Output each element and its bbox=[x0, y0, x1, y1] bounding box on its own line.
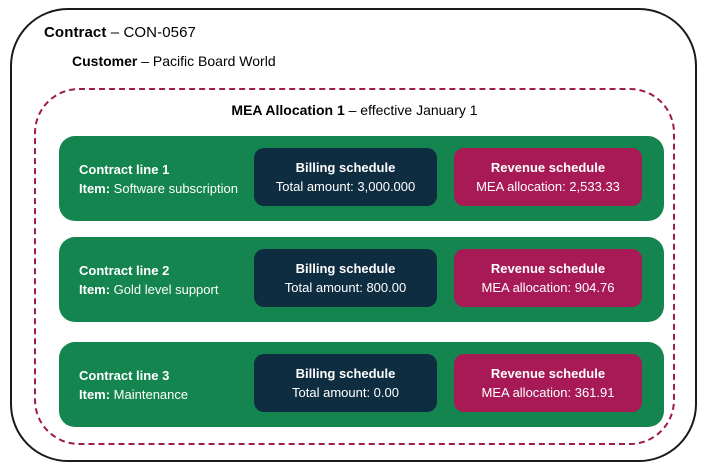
billing-schedule-box: Billing schedule Total amount: 0.00 bbox=[254, 354, 437, 412]
contract-line-info: Contract line 3 Item: Maintenance bbox=[79, 366, 188, 404]
billing-schedule-title: Billing schedule bbox=[295, 366, 396, 381]
item-value: Gold level support bbox=[110, 281, 219, 297]
billing-amount-label: Total amount: bbox=[284, 280, 367, 295]
contract-line-row-2: Contract line 2 Item: Gold level support… bbox=[59, 237, 664, 322]
mea-allocation-group: MEA Allocation 1 – effective January 1 C… bbox=[34, 88, 675, 445]
revenue-mea-allocation: MEA allocation: 361.91 bbox=[482, 383, 615, 402]
revenue-schedule-box: Revenue schedule MEA allocation: 2,533.3… bbox=[454, 148, 642, 206]
contract-label: Contract bbox=[44, 24, 107, 41]
billing-total-amount: Total amount: 800.00 bbox=[285, 278, 406, 297]
revenue-mea-allocation: MEA allocation: 2,533.33 bbox=[476, 177, 620, 196]
item-label: Item: bbox=[79, 386, 111, 402]
revenue-allocation-value: 2,533.33 bbox=[569, 179, 620, 194]
billing-schedule-box: Billing schedule Total amount: 800.00 bbox=[254, 249, 437, 307]
billing-amount-value: 0.00 bbox=[373, 385, 399, 400]
mea-allocation-title: MEA Allocation 1 – effective January 1 bbox=[36, 102, 673, 118]
item-label: Item: bbox=[79, 180, 111, 196]
contract-line-label: Contract line 1 bbox=[79, 161, 170, 177]
item-label: Item: bbox=[79, 281, 111, 297]
contract-line-item: Item: Maintenance bbox=[79, 385, 188, 404]
contract-line-info: Contract line 1 Item: Software subscript… bbox=[79, 160, 238, 198]
contract-number: – CON-0567 bbox=[106, 24, 196, 41]
contract-title: Contract – CON-0567 bbox=[44, 24, 196, 41]
revenue-allocation-value: 904.76 bbox=[574, 280, 615, 295]
customer-name: – Pacific Board World bbox=[137, 53, 276, 69]
revenue-allocation-label: MEA allocation: bbox=[476, 179, 570, 194]
billing-total-amount: Total amount: 3,000.000 bbox=[276, 177, 416, 196]
revenue-mea-allocation: MEA allocation: 904.76 bbox=[482, 278, 615, 297]
contract-line-info: Contract line 2 Item: Gold level support bbox=[79, 261, 218, 299]
customer-label: Customer bbox=[72, 53, 138, 69]
contract-line-label: Contract line 3 bbox=[79, 367, 170, 383]
mea-title-effective-date: – effective January 1 bbox=[344, 102, 478, 118]
item-value: Maintenance bbox=[110, 386, 189, 402]
contract-line-item: Item: Software subscription bbox=[79, 179, 238, 198]
revenue-schedule-title: Revenue schedule bbox=[490, 160, 606, 175]
contract-line-row-1: Contract line 1 Item: Software subscript… bbox=[59, 136, 664, 221]
revenue-allocation-label: MEA allocation: bbox=[481, 280, 575, 295]
item-value: Software subscription bbox=[110, 180, 238, 196]
revenue-schedule-box: Revenue schedule MEA allocation: 361.91 bbox=[454, 354, 642, 412]
billing-amount-value: 3,000.000 bbox=[357, 179, 416, 194]
revenue-schedule-box: Revenue schedule MEA allocation: 904.76 bbox=[454, 249, 642, 307]
contract-container: Contract – CON-0567 Customer – Pacific B… bbox=[10, 8, 697, 462]
revenue-allocation-value: 361.91 bbox=[574, 385, 615, 400]
billing-amount-label: Total amount: bbox=[275, 179, 358, 194]
customer-line: Customer – Pacific Board World bbox=[72, 53, 276, 69]
billing-schedule-box: Billing schedule Total amount: 3,000.000 bbox=[254, 148, 437, 206]
billing-schedule-title: Billing schedule bbox=[295, 160, 396, 175]
revenue-allocation-label: MEA allocation: bbox=[481, 385, 575, 400]
contract-line-row-3: Contract line 3 Item: Maintenance Billin… bbox=[59, 342, 664, 427]
billing-amount-value: 800.00 bbox=[366, 280, 407, 295]
mea-title-name: MEA Allocation 1 bbox=[231, 102, 345, 118]
revenue-schedule-title: Revenue schedule bbox=[490, 366, 606, 381]
billing-amount-label: Total amount: bbox=[292, 385, 374, 400]
revenue-schedule-title: Revenue schedule bbox=[490, 261, 606, 276]
contract-line-item: Item: Gold level support bbox=[79, 280, 218, 299]
contract-line-label: Contract line 2 bbox=[79, 262, 170, 278]
billing-schedule-title: Billing schedule bbox=[295, 261, 396, 276]
billing-total-amount: Total amount: 0.00 bbox=[292, 383, 399, 402]
